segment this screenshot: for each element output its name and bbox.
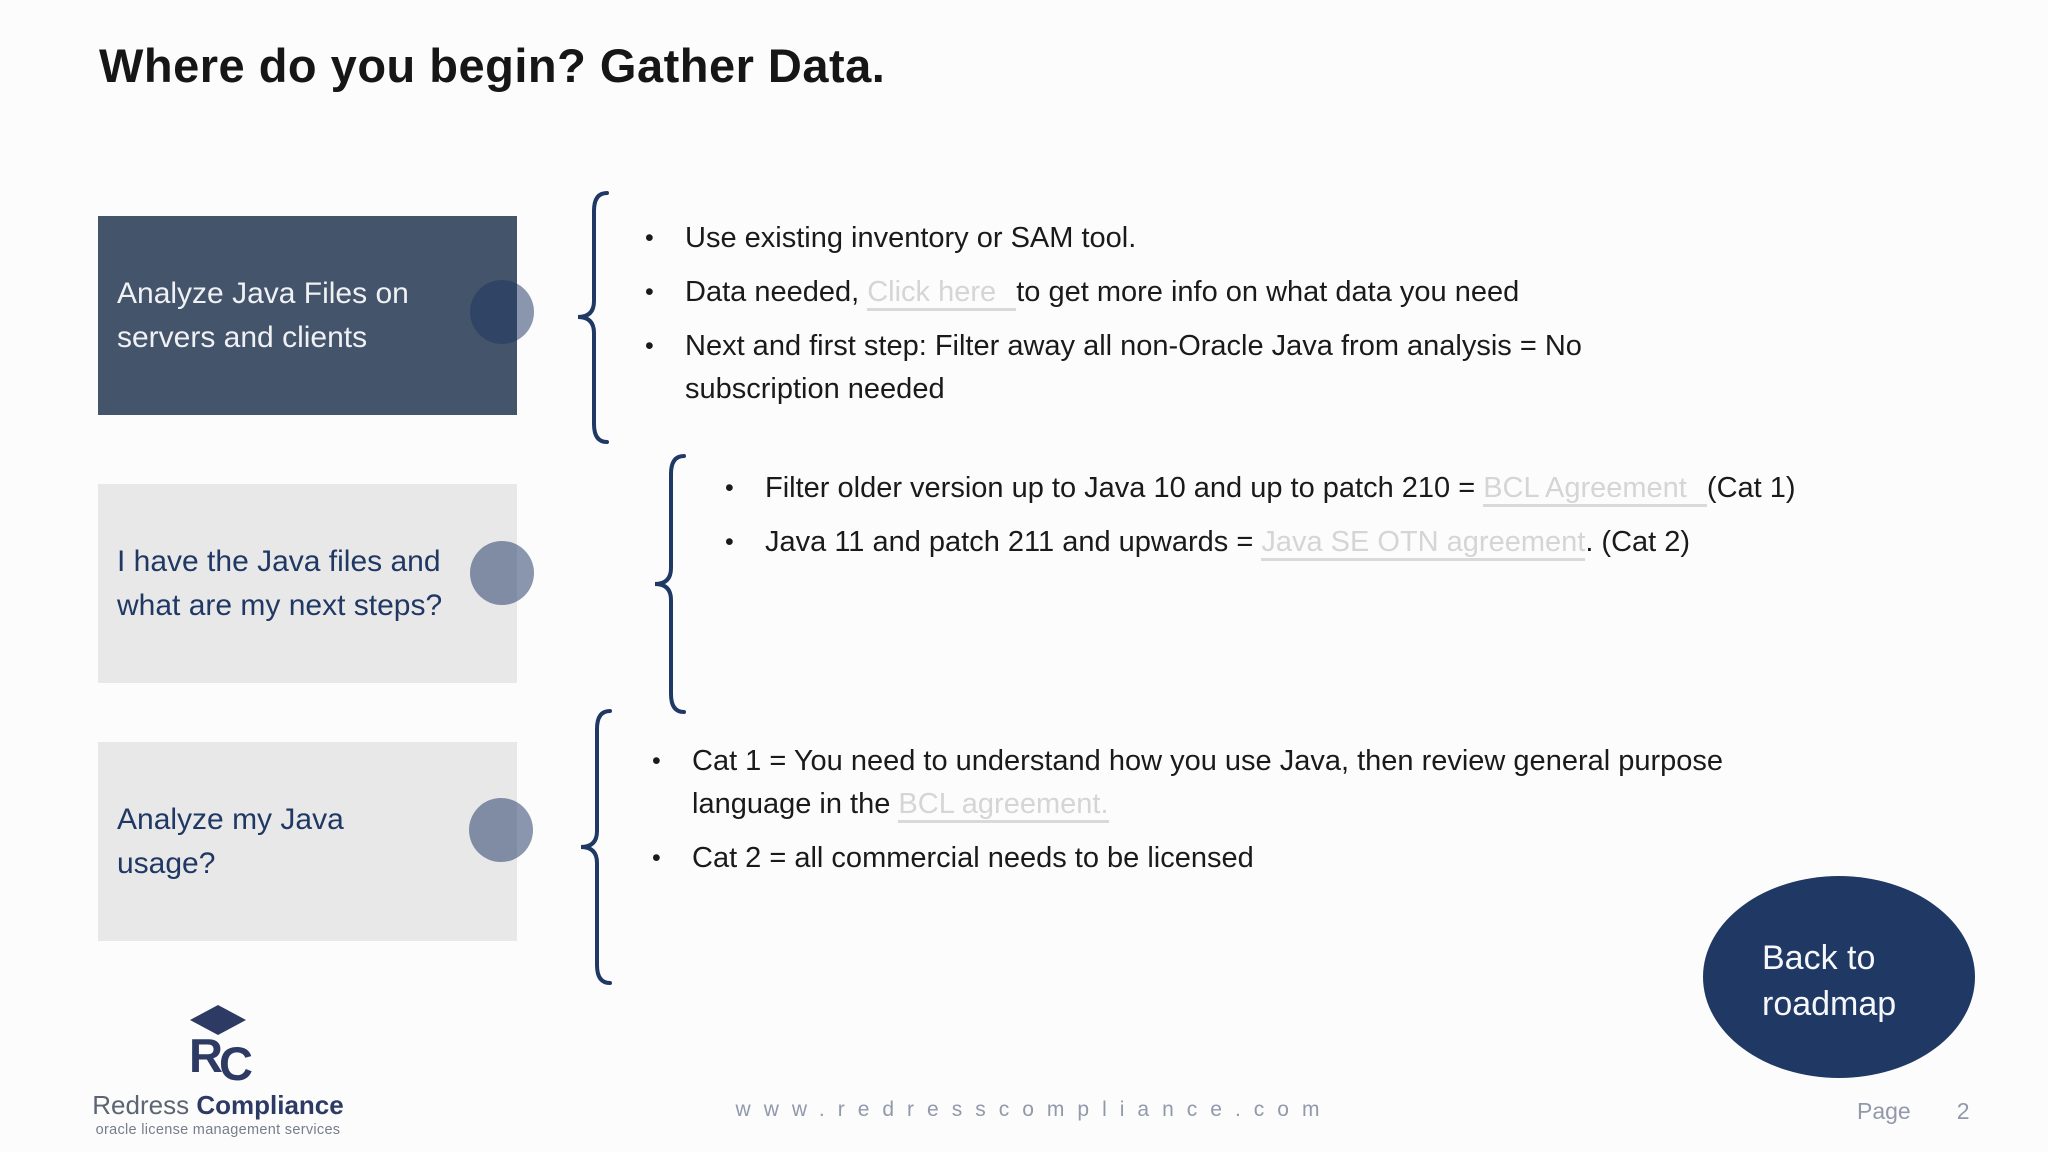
redress-compliance-logo: R C Redress Compliance oracle license ma…: [92, 1002, 344, 1138]
svg-text:C: C: [219, 1037, 253, 1088]
java-se-otn-agreement-link[interactable]: Java SE OTN agreement: [1261, 526, 1586, 561]
bullet-list-gather-data: • Use existing inventory or SAM tool. • …: [645, 217, 1845, 422]
list-item: • Data needed, Click here to get more in…: [645, 271, 1845, 314]
logo-tagline: oracle license management services: [95, 1122, 341, 1138]
left-brace-icon: [575, 190, 609, 445]
page-number: 2: [1956, 1098, 1970, 1124]
bullet-icon: •: [645, 224, 654, 252]
list-item: • Cat 2 = all commercial needs to be lic…: [652, 837, 1902, 880]
list-item-text: Cat 2 = all commercial needs to be licen…: [692, 842, 1254, 874]
bcl-agreement-link[interactable]: BCL Agreement: [1483, 472, 1707, 507]
logo-cube-icon: R C: [189, 1005, 253, 1088]
connector-circle-icon: [470, 541, 534, 605]
list-item-text: Data needed, Click here to get more info…: [685, 271, 1845, 314]
click-here-link[interactable]: Click here: [867, 276, 1017, 311]
list-item-text: Java 11 and patch 211 and upwards = Java…: [765, 521, 2025, 564]
bullet-list-next-steps: • Filter older version up to Java 10 and…: [725, 467, 2025, 575]
list-item: • Next and first step: Filter away all n…: [645, 325, 1845, 411]
bullet-icon: •: [652, 747, 661, 775]
bcl-agreement-link[interactable]: BCL agreement.: [898, 788, 1109, 823]
footer-website-url: www.redresscompliance.com: [735, 1098, 1333, 1121]
left-brace-icon: [578, 708, 612, 986]
list-item-text: Filter older version up to Java 10 and u…: [765, 467, 2025, 510]
bullet-icon: •: [725, 528, 734, 556]
list-item-text: Use existing inventory or SAM tool.: [685, 222, 1137, 254]
list-item: • Use existing inventory or SAM tool.: [645, 217, 1845, 260]
logo-brand-text: Redress Compliance: [92, 1090, 344, 1120]
bullet-list-usage-categories: • Cat 1 = You need to understand how you…: [652, 740, 1902, 891]
list-item-text: Cat 1 = You need to understand how you u…: [692, 740, 1902, 826]
list-item: • Filter older version up to Java 10 and…: [725, 467, 2025, 510]
bullet-icon: •: [645, 332, 654, 360]
list-item: • Java 11 and patch 211 and upwards = Ja…: [725, 521, 2025, 564]
list-item-text: Next and first step: Filter away all non…: [685, 330, 1582, 405]
page-title: Where do you begin? Gather Data.: [99, 39, 886, 92]
bullet-icon: •: [652, 844, 661, 872]
page-label: Page: [1857, 1098, 1911, 1124]
svg-text:R: R: [189, 1029, 223, 1082]
connector-circle-icon: [470, 280, 534, 344]
list-item: • Cat 1 = You need to understand how you…: [652, 740, 1902, 826]
bullet-icon: •: [725, 474, 734, 502]
left-brace-icon: [652, 453, 686, 715]
bullet-icon: •: [645, 278, 654, 306]
connector-circle-icon: [469, 798, 533, 862]
page-indicator: Page 2: [1857, 1098, 1970, 1125]
